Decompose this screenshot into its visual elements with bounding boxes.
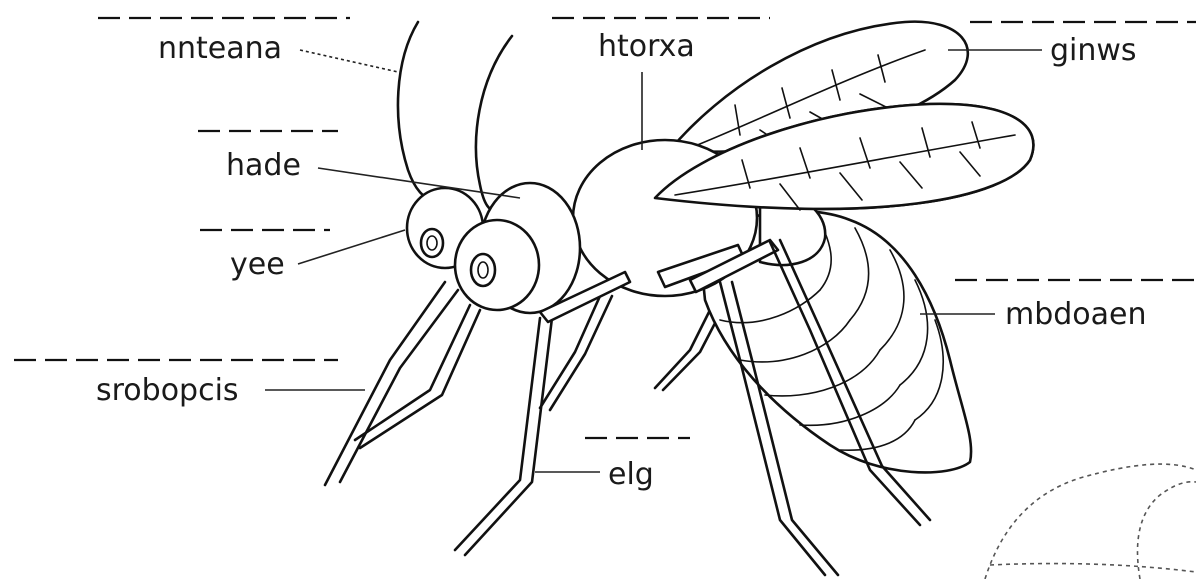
label-wings: ginws — [1050, 33, 1137, 68]
leader-head — [318, 168, 520, 198]
label-leg: elg — [608, 457, 654, 492]
label-antenna: nnteana — [158, 31, 282, 66]
eye — [455, 220, 539, 310]
proboscis — [325, 282, 480, 485]
background-doodle — [985, 464, 1196, 579]
label-eye: yee — [230, 247, 285, 282]
label-head: hade — [226, 148, 301, 183]
label-thorax: htorxa — [598, 29, 695, 64]
leader-eye — [298, 230, 405, 264]
label-proboscis: srobopcis — [96, 373, 239, 408]
leader-antenna — [300, 50, 398, 72]
label-abdomen: mbdoaen — [1005, 297, 1147, 332]
